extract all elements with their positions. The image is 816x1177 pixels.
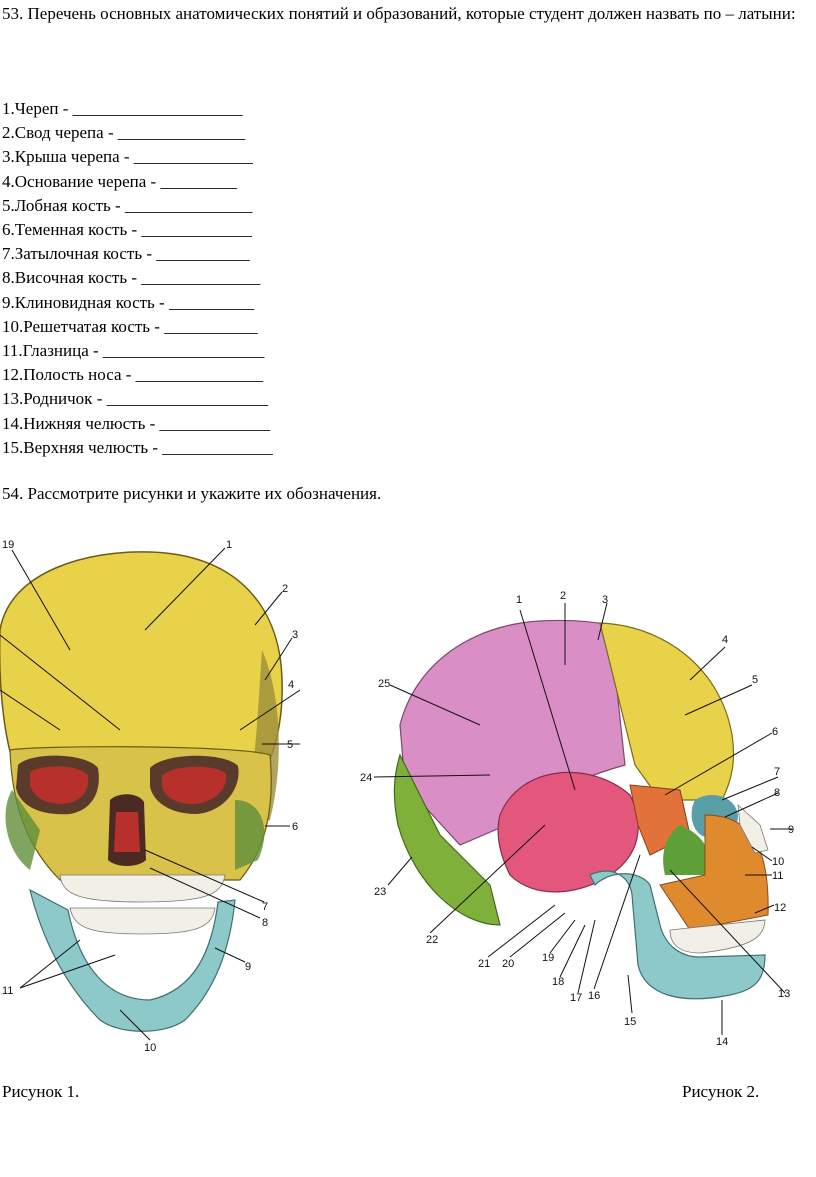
fig2-label: 4 <box>722 634 728 646</box>
mandible-lateral-shape <box>589 870 766 1000</box>
figure2-caption: Рисунок 2. <box>682 1082 760 1101</box>
fig2-label: 23 <box>374 886 386 898</box>
upper-teeth-shape <box>59 874 226 903</box>
fig2-label: 1 <box>516 594 522 606</box>
fig2-label: 13 <box>778 988 790 1000</box>
frontal-bone-shape <box>0 551 283 781</box>
figure1-leader-lines <box>0 547 300 1041</box>
term-row: 8.Височная кость - ______________ <box>2 268 261 288</box>
fig2-label: 24 <box>360 772 372 784</box>
nasal-bone-shape <box>737 804 769 854</box>
figure1-caption: Рисунок 1. <box>2 1082 80 1101</box>
fig2-label: 3 <box>602 594 608 606</box>
figure2-leader-lines <box>373 602 792 1035</box>
term-row: 7.Затылочная кость - ___________ <box>2 244 250 264</box>
fig2-label: 17 <box>570 992 582 1004</box>
term-row: 3.Крыша черепа - ______________ <box>2 147 253 167</box>
skull-lateral-figure: 1 2 3 4 5 25 6 7 8 9 24 10 11 23 12 22 1… <box>360 590 794 1048</box>
fig2-label: 12 <box>774 902 786 914</box>
term-row: 1.Череп - ____________________ <box>2 99 243 118</box>
term-row: 12.Полость носа - _______________ <box>2 365 264 385</box>
left-orbit-inner <box>30 766 89 804</box>
fig2-label: 2 <box>560 590 566 602</box>
fig1-label: 19 <box>2 539 14 551</box>
term-row: 10.Решетчатая кость - ___________ <box>2 316 258 336</box>
fig2-label: 11 <box>772 870 783 882</box>
fig2-label: 5 <box>752 674 758 686</box>
figure1-labels: 19 1 2 3 4 5 6 7 8 9 10 11 <box>2 539 298 1054</box>
cheek-green-left <box>5 790 40 870</box>
anatomy-terms-list: 1.Череп - ____________________ 2.Свод че… <box>2 97 273 460</box>
fig2-label: 8 <box>774 787 780 799</box>
frontal-bone-shape-lateral <box>599 622 735 801</box>
nasal-inner <box>114 812 140 852</box>
fig1-label: 1 <box>226 539 232 551</box>
teeth-shape <box>669 919 766 954</box>
fig1-label: 8 <box>262 917 268 929</box>
mandible-shape <box>29 888 236 1032</box>
fig1-label: 6 <box>292 821 298 833</box>
temporal-bone-shape <box>497 771 639 893</box>
fig1-label: 3 <box>292 629 298 641</box>
fig1-label: 5 <box>287 739 293 751</box>
fig1-label: 4 <box>288 679 294 691</box>
task-54-heading: 54. Рассмотрите рисунки и укажите их обо… <box>2 484 382 503</box>
term-row: 4.Основание черепа - _________ <box>2 171 237 191</box>
term-row: 11.Глазница - ___________________ <box>2 341 265 361</box>
right-orbit-inner <box>162 766 227 804</box>
figure2-labels: 1 2 3 4 5 25 6 7 8 9 24 10 11 23 12 22 1… <box>360 590 794 1048</box>
fig2-label: 14 <box>716 1036 728 1048</box>
fig2-label: 15 <box>624 1016 636 1028</box>
fig1-label: 10 <box>144 1042 156 1054</box>
term-row: 13.Родничок - ___________________ <box>2 389 269 409</box>
fig2-label: 19 <box>542 952 554 964</box>
fig2-label: 20 <box>502 958 514 970</box>
term-row: 9.Клиновидная кость - __________ <box>2 292 254 312</box>
fig2-label: 18 <box>552 976 564 988</box>
fig2-label: 6 <box>772 726 778 738</box>
occipital-bone-shape <box>393 753 501 926</box>
term-row: 6.Теменная кость - _____________ <box>2 220 252 240</box>
skull-front-figure: 19 1 2 3 4 5 6 7 8 9 10 11 <box>0 539 300 1054</box>
fig1-label: 7 <box>262 901 268 913</box>
fig1-label: 11 <box>2 985 13 997</box>
fig2-label: 10 <box>772 856 784 868</box>
cheek-green-shape <box>235 800 265 870</box>
zygomatic-shape <box>663 825 709 875</box>
fig2-label: 25 <box>378 678 390 690</box>
fig1-label: 9 <box>245 961 251 973</box>
fig2-label: 16 <box>588 990 600 1002</box>
task-53-heading: 53. Перечень основных анатомических поня… <box>2 4 796 23</box>
fig2-label: 9 <box>788 824 794 836</box>
term-row: 15.Верхняя челюсть - _____________ <box>2 437 273 457</box>
lower-teeth-shape <box>69 907 216 935</box>
term-row: 14.Нижняя челюсть - _____________ <box>2 413 271 433</box>
term-row: 2.Свод черепа - _______________ <box>2 123 246 143</box>
fig2-label: 21 <box>478 958 490 970</box>
term-row: 5.Лобная кость - _______________ <box>2 195 253 215</box>
fig2-label: 7 <box>774 766 780 778</box>
fig2-label: 22 <box>426 934 438 946</box>
fig1-label: 2 <box>282 583 288 595</box>
